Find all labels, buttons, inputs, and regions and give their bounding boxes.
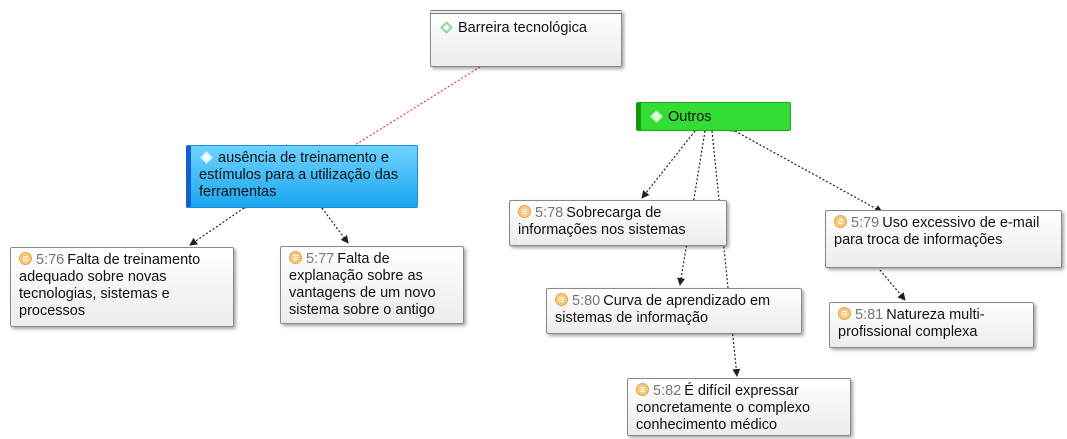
link-barreira-ausencia — [354, 66, 481, 146]
code-node-ausencia-treinamento[interactable]: ausência de treinamento e estímulos para… — [186, 145, 418, 208]
link-q579-q581 — [879, 269, 906, 301]
quotation-icon — [19, 252, 32, 265]
code-node-outros[interactable]: Outros — [636, 102, 791, 131]
link-outros-q582 — [707, 123, 741, 377]
code-diamond-icon — [650, 110, 663, 123]
quotation-icon — [834, 215, 847, 228]
quotation-id: 5:81 — [855, 307, 884, 323]
quotation-id: 5:79 — [851, 215, 880, 231]
quotation-text: Natureza multi-profissional complexa — [838, 307, 985, 340]
quotation-icon — [838, 307, 851, 320]
quotation-text: Curva de aprendizado em sistemas de info… — [555, 293, 771, 326]
node-label: ausência de treinamento e estímulos para… — [199, 150, 399, 200]
quotation-text: Falta de explanação sobre as vantagens d… — [289, 251, 436, 318]
link-ausencia-q577 — [314, 199, 349, 244]
quotation-id: 5:78 — [535, 205, 564, 221]
quotation-id: 5:82 — [653, 383, 682, 399]
quotation-text: Falta de treinamento adequado sobre nova… — [19, 252, 201, 319]
link-ausencia-q576 — [189, 200, 253, 246]
code-diamond-icon — [200, 151, 213, 164]
quotation-id: 5:76 — [36, 252, 65, 268]
quotation-icon — [555, 293, 568, 306]
quotation-text: Uso excessivo de e-mail para troca de in… — [834, 215, 1040, 248]
quotation-id: 5:77 — [306, 251, 335, 267]
quotation-id: 5:80 — [572, 293, 601, 309]
node-label: Outros — [668, 109, 712, 125]
quotation-icon — [636, 383, 649, 396]
link-outros-q578 — [641, 123, 703, 199]
quotation-text: Sobrecarga de informações nos sistemas — [518, 205, 686, 238]
quotation-icon — [289, 251, 302, 264]
quotation-text: É difícil expressar concretamente o comp… — [636, 383, 811, 433]
node-label: Barreira tecnológica — [458, 20, 587, 36]
link-outros-q579 — [726, 124, 883, 213]
code-diamond-outline-icon — [440, 21, 453, 34]
quotation-icon — [518, 205, 531, 218]
code-node-barreira-tecnologica[interactable]: Barreira tecnológica — [430, 10, 622, 67]
